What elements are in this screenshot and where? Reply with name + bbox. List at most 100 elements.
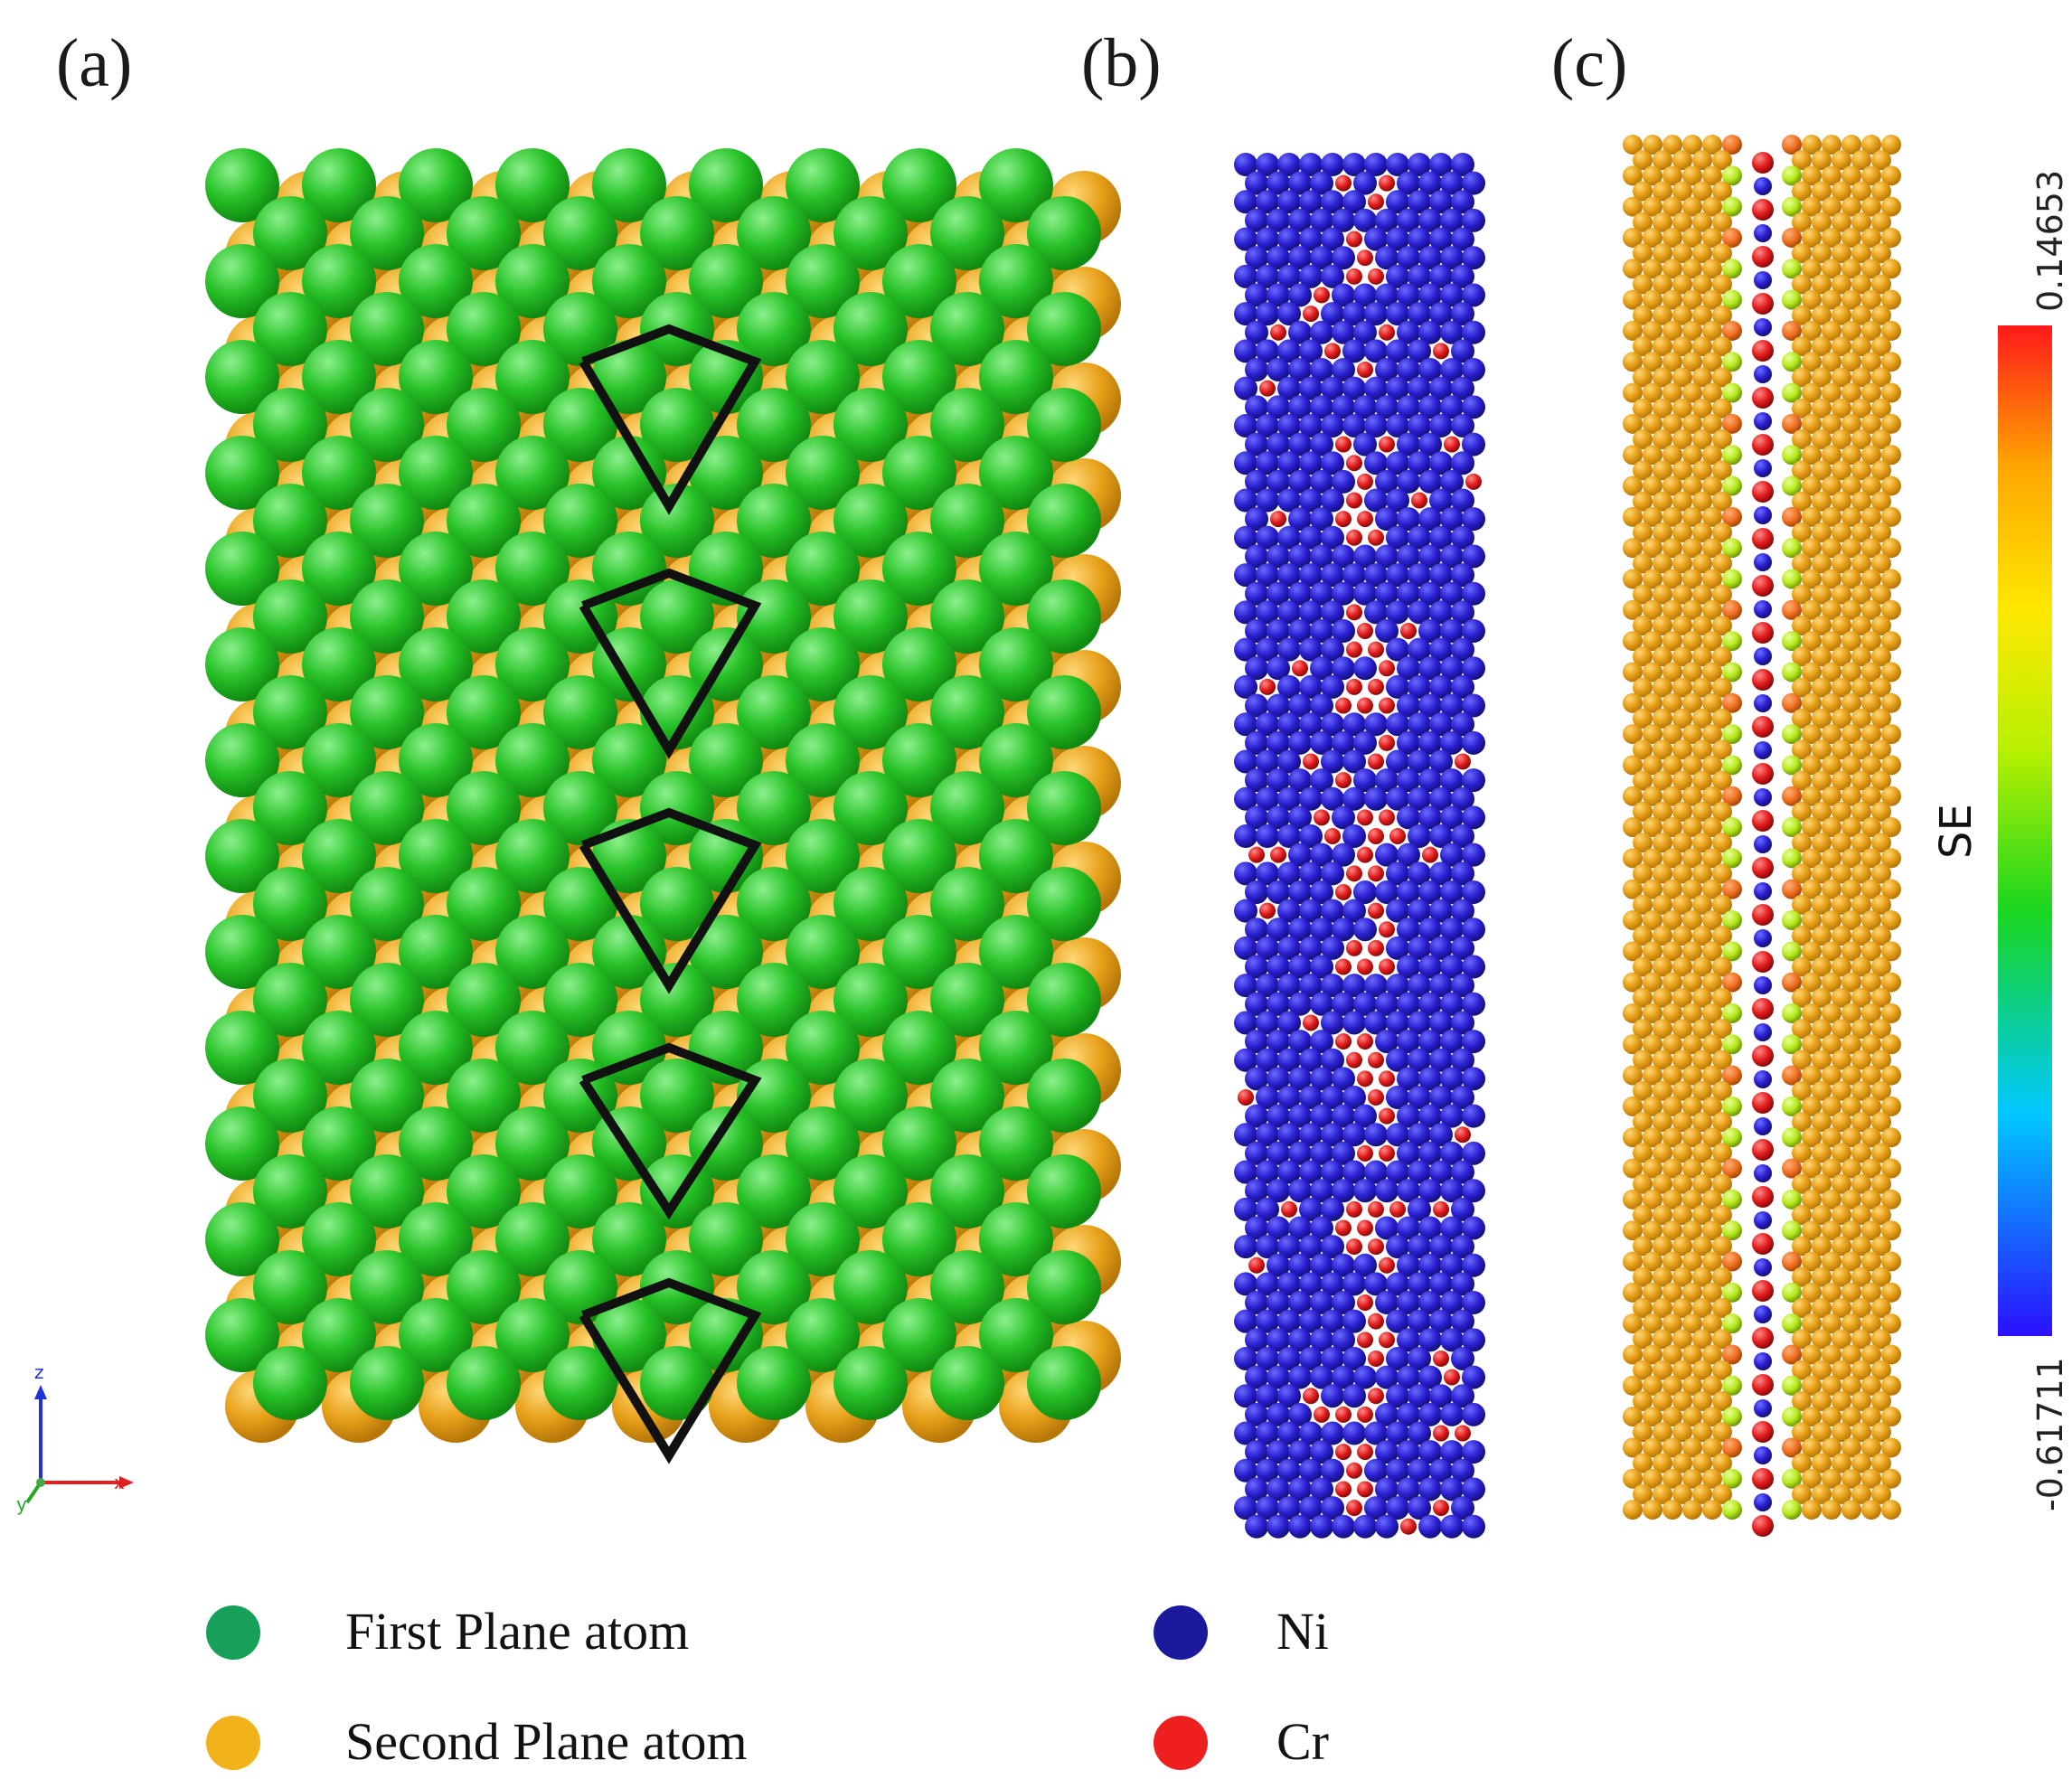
ni-atom [1277,264,1301,288]
se-colored-atom [1871,398,1891,419]
ni-atom [1245,432,1268,457]
se-colored-atom [1792,987,1812,1008]
cr-atom [1303,1014,1319,1031]
se-colored-atom [1633,1390,1653,1411]
ni-atom [1342,1309,1366,1333]
ni-atom [1310,1291,1333,1315]
se-colored-atom [1871,212,1891,232]
se-colored-atom [1682,1220,1702,1241]
ni-atom [1267,469,1290,494]
se-colored-atom [1812,1422,1832,1443]
se-colored-atom [1851,1298,1871,1318]
se-colored-atom [1841,1375,1861,1396]
se-colored-atom [1792,1422,1812,1443]
se-colored-atom [1822,786,1841,806]
ni-atom [1440,320,1464,344]
ni-atom [1397,768,1420,793]
se-colored-atom [1861,1034,1881,1055]
se-colored-atom [1702,475,1722,496]
se-colored-atom [1643,413,1662,434]
first-plane-atom [1027,675,1101,749]
se-colored-atom [1782,1407,1802,1427]
se-colored-atom [1832,926,1851,946]
se-colored-atom [1861,662,1881,682]
grain-boundary-atom [1754,929,1772,947]
se-colored-atom [1643,755,1662,776]
se-colored-atom [1653,1360,1672,1380]
ni-atom [1364,1123,1388,1147]
se-colored-atom [1633,584,1653,605]
ni-atom [1234,1272,1257,1296]
ni-atom [1288,1216,1312,1240]
ni-atom [1267,1216,1290,1240]
ni-atom [1408,563,1431,588]
ni-atom [1321,1346,1344,1370]
se-colored-atom [1851,1236,1871,1257]
grain-boundary-atom [1752,810,1774,832]
se-colored-atom [1672,1422,1692,1443]
ni-atom [1288,320,1312,344]
se-colored-atom [1832,1143,1851,1163]
se-colored-atom [1822,1375,1841,1396]
cr-atom [1248,1257,1265,1274]
ni-atom [1451,824,1474,849]
se-colored-atom [1851,367,1871,388]
se-colored-atom [1672,1360,1692,1380]
se-colored-atom [1861,382,1881,403]
ni-atom [1364,227,1388,251]
se-colored-atom [1871,677,1891,698]
se-colored-atom [1662,786,1682,806]
se-colored-atom [1861,972,1881,993]
se-colored-atom [1702,910,1722,930]
se-colored-atom [1782,259,1802,279]
se-colored-atom [1712,863,1732,884]
se-colored-atom [1841,475,1861,496]
se-colored-atom [1881,1220,1901,1241]
ni-atom [1397,320,1420,344]
se-colored-atom [1851,150,1871,171]
ni-atom [1256,749,1279,774]
se-colored-atom [1672,1329,1692,1350]
ni-atom [1353,432,1377,457]
se-colored-atom [1692,1298,1712,1318]
se-colored-atom [1662,1407,1682,1427]
ni-atom [1310,469,1333,494]
ni-atom [1342,1160,1366,1184]
ni-atom [1429,1011,1453,1035]
se-colored-atom [1643,1002,1662,1023]
cr-atom [1368,641,1384,658]
se-colored-atom [1881,1375,1901,1396]
cr-atom [1335,697,1352,714]
se-colored-atom [1802,662,1822,682]
se-colored-atom [1861,259,1881,279]
se-colored-atom [1822,1220,1841,1241]
se-colored-atom [1802,1251,1822,1272]
ni-atom [1245,1141,1268,1165]
se-colored-atom [1712,1298,1732,1318]
se-colored-atom [1832,1173,1851,1194]
se-colored-atom [1643,1127,1662,1148]
ni-atom [1418,730,1442,755]
se-colored-atom [1871,1390,1891,1411]
ni-atom [1321,637,1344,662]
first-plane-atom [399,436,473,510]
se-colored-atom [1841,1437,1861,1458]
cr-atom [1444,436,1460,453]
ni-atom [1288,1253,1312,1277]
ni-atom [1245,581,1268,606]
se-colored-atom [1861,413,1881,434]
se-colored-atom [1802,1189,1822,1210]
se-colored-atom [1792,150,1812,171]
se-colored-atom [1662,320,1682,341]
ni-atom [1321,1458,1344,1482]
ni-atom [1375,581,1399,606]
first-plane-atom [882,819,956,893]
first-plane-atom [930,771,1004,845]
se-colored-atom [1802,599,1822,620]
se-colored-atom [1623,165,1643,186]
first-plane-atom [640,1346,714,1420]
ni-atom [1256,1384,1279,1408]
ni-atom [1245,1067,1268,1091]
se-colored-atom [1722,320,1742,341]
se-colored-atom [1792,708,1812,729]
